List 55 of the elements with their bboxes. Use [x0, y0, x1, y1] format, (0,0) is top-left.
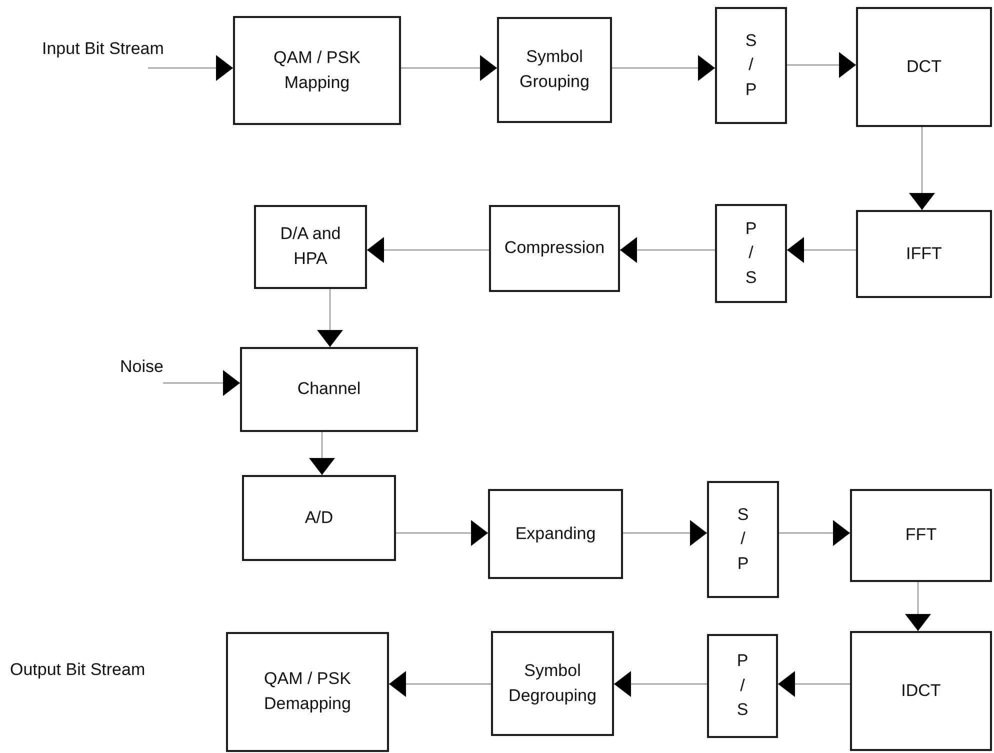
process-box: [497, 17, 612, 123]
arrow: [905, 582, 931, 631]
process-box: [850, 489, 992, 582]
process-box: [715, 204, 787, 303]
arrow: [396, 520, 488, 546]
process-box: [850, 631, 992, 751]
block-label: Symbol Grouping: [518, 46, 590, 93]
arrow: [367, 237, 489, 263]
arrow: [778, 671, 850, 697]
arrow: [620, 237, 715, 263]
arrow: [623, 520, 707, 546]
arrow: [787, 237, 856, 263]
block-label: Compression: [504, 237, 605, 260]
block-label: QAM / PSK Mapping: [272, 46, 362, 94]
block-label: DCT: [906, 56, 942, 78]
process-box: [856, 210, 992, 298]
process-box: [491, 631, 614, 736]
block-label: A/D: [304, 506, 334, 529]
arrow: [163, 370, 240, 396]
block-label: Expanding: [515, 522, 596, 545]
block-label: D/A and HPA: [279, 223, 342, 270]
arrow: [317, 289, 343, 347]
arrow: [389, 671, 491, 697]
process-box: [226, 632, 389, 752]
arrow: [612, 55, 715, 81]
arrow: [148, 55, 233, 81]
signal-label: Input Bit Stream: [42, 38, 164, 60]
process-box: [233, 16, 401, 125]
block-label: Channel: [297, 378, 361, 400]
process-box: [707, 481, 779, 598]
process-box: [707, 634, 778, 738]
process-box: [856, 7, 992, 127]
arrow: [787, 52, 856, 78]
block-label: P / S: [744, 218, 758, 289]
block-label: S / P: [744, 30, 758, 101]
arrow: [779, 520, 850, 546]
arrow: [614, 671, 707, 697]
signal-label: Noise: [120, 356, 164, 378]
block-label: FFT: [905, 524, 937, 546]
process-box: [242, 475, 396, 561]
block-label: IDCT: [901, 680, 941, 702]
process-box: [715, 7, 787, 124]
process-box: [489, 205, 620, 292]
block-label: P / S: [736, 650, 750, 722]
arrow: [309, 432, 335, 475]
block-label: QAM / PSK Demapping: [263, 668, 352, 715]
arrow: [401, 55, 497, 81]
block-label: S / P: [736, 504, 750, 575]
process-box: [488, 489, 623, 579]
signal-label: Output Bit Stream: [10, 660, 146, 680]
block-label: Symbol Degrouping: [508, 660, 598, 706]
arrow: [909, 127, 935, 210]
block-label: IFFT: [906, 242, 942, 265]
process-box: [254, 205, 367, 289]
process-box: [240, 347, 418, 432]
